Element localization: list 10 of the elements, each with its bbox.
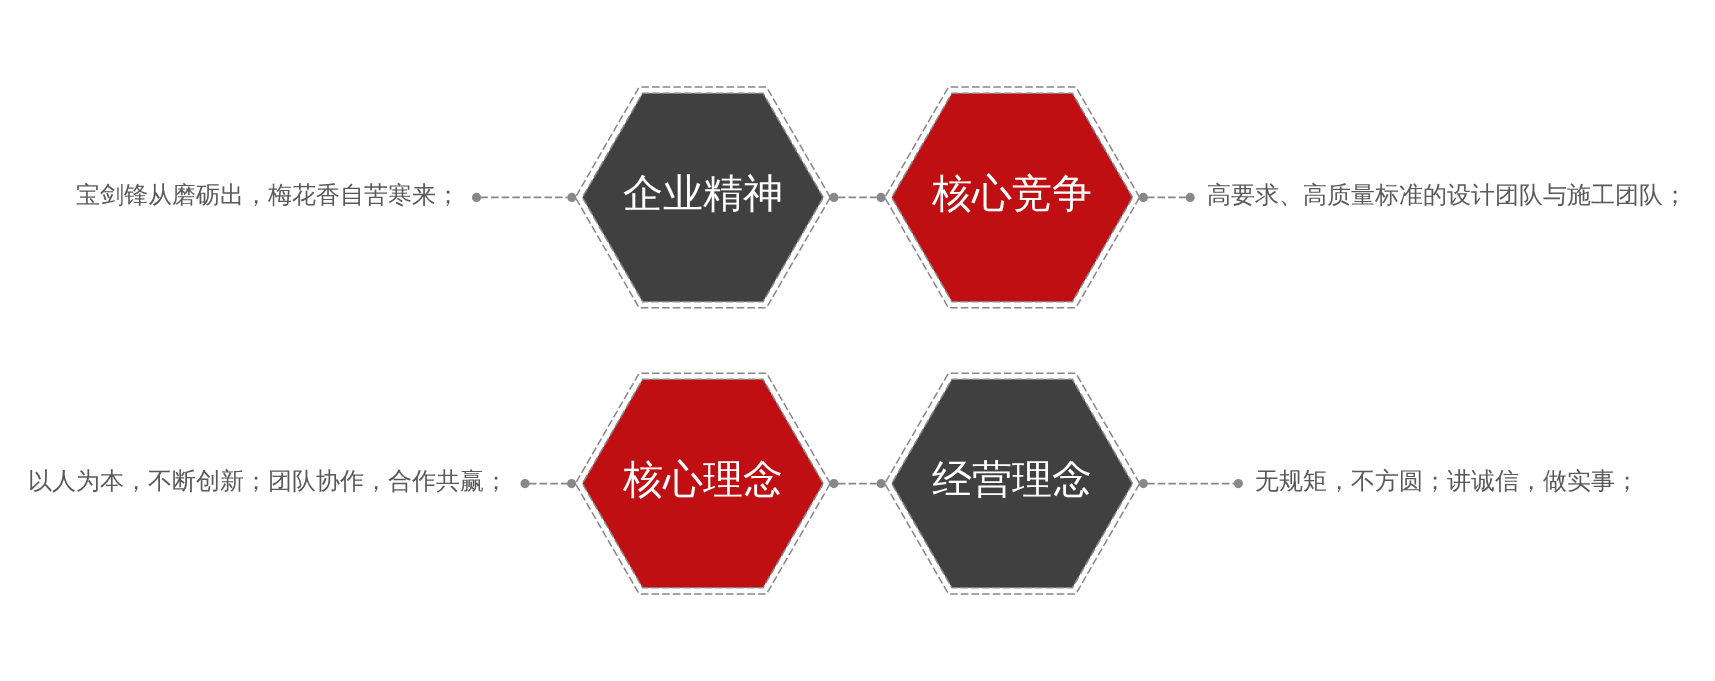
node-text: 以人为本，不断创新；团队协作，合作共赢； [28, 466, 509, 496]
node-text: 高要求、高质量标准的设计团队与施工团队； [1206, 180, 1687, 210]
connector [1138, 479, 1243, 489]
connector [520, 479, 577, 489]
node-text: 无规矩，不方圆；讲诚信，做实事； [1254, 466, 1639, 496]
connector [471, 192, 577, 202]
node-text: 宝剑锋从磨砺出，梅花香自苦寒来； [76, 180, 461, 210]
connector [1138, 192, 1195, 202]
connector [829, 479, 886, 489]
connector [829, 192, 886, 202]
